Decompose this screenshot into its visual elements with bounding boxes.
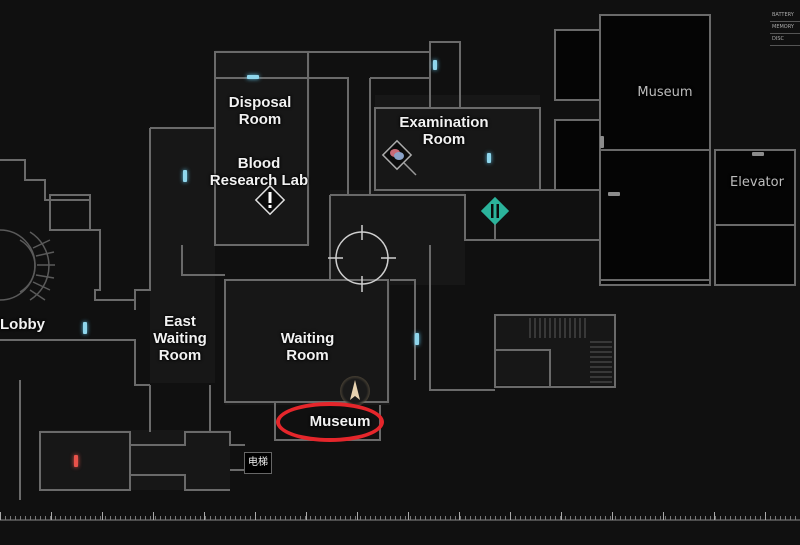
floor-hall bbox=[330, 190, 465, 285]
door-east-corridor bbox=[183, 170, 187, 182]
floor-museum-annex-1 bbox=[555, 30, 600, 100]
door-disposal bbox=[247, 75, 259, 79]
scale-ruler bbox=[0, 520, 800, 545]
hud-battery: BATTERY bbox=[770, 10, 800, 22]
item-icon[interactable] bbox=[378, 138, 418, 178]
locked-door bbox=[74, 455, 78, 467]
door-exam-corridor bbox=[433, 60, 437, 70]
floor-lower-corridor bbox=[40, 430, 230, 490]
room-label-east-waiting: East Waiting Room bbox=[153, 313, 207, 364]
crosshair-icon bbox=[328, 225, 396, 292]
room-label-examination: Examination Room bbox=[399, 114, 489, 148]
elevator-tag: 电梯 bbox=[244, 452, 272, 474]
door-hall bbox=[415, 333, 419, 345]
door-museum-bottom bbox=[608, 192, 620, 196]
save-point-icon[interactable] bbox=[478, 194, 512, 228]
room-label-disposal: Disposal Room bbox=[228, 94, 292, 128]
room-label-lobby: Lobby bbox=[0, 316, 45, 333]
room-label-blood-research-lab: Blood Research Lab bbox=[209, 155, 309, 189]
hud-disc: DISC bbox=[770, 34, 800, 46]
floor-museum-annex-2 bbox=[555, 120, 600, 190]
floor-examination bbox=[375, 95, 540, 190]
room-label-waiting: Waiting Room bbox=[280, 330, 335, 364]
room-label-elevator: Elevator bbox=[730, 175, 784, 190]
door-examination bbox=[487, 153, 491, 163]
hud-panel: BATTERY MEMORY DISC bbox=[770, 10, 800, 46]
door-lobby bbox=[83, 322, 87, 334]
room-label-museum-highlight: Museum bbox=[309, 413, 371, 430]
floor-elevator bbox=[715, 150, 795, 285]
door-museum-side bbox=[600, 136, 604, 148]
player-arrow-icon bbox=[350, 380, 360, 400]
hud-memory: MEMORY bbox=[770, 22, 800, 34]
highlight-circle bbox=[276, 402, 384, 442]
floor-disposal bbox=[215, 50, 310, 245]
alert-icon[interactable] bbox=[254, 184, 286, 216]
ruler-major-ticks bbox=[0, 512, 800, 520]
door-elevator bbox=[752, 152, 764, 156]
room-label-museum: Museum bbox=[637, 85, 693, 100]
